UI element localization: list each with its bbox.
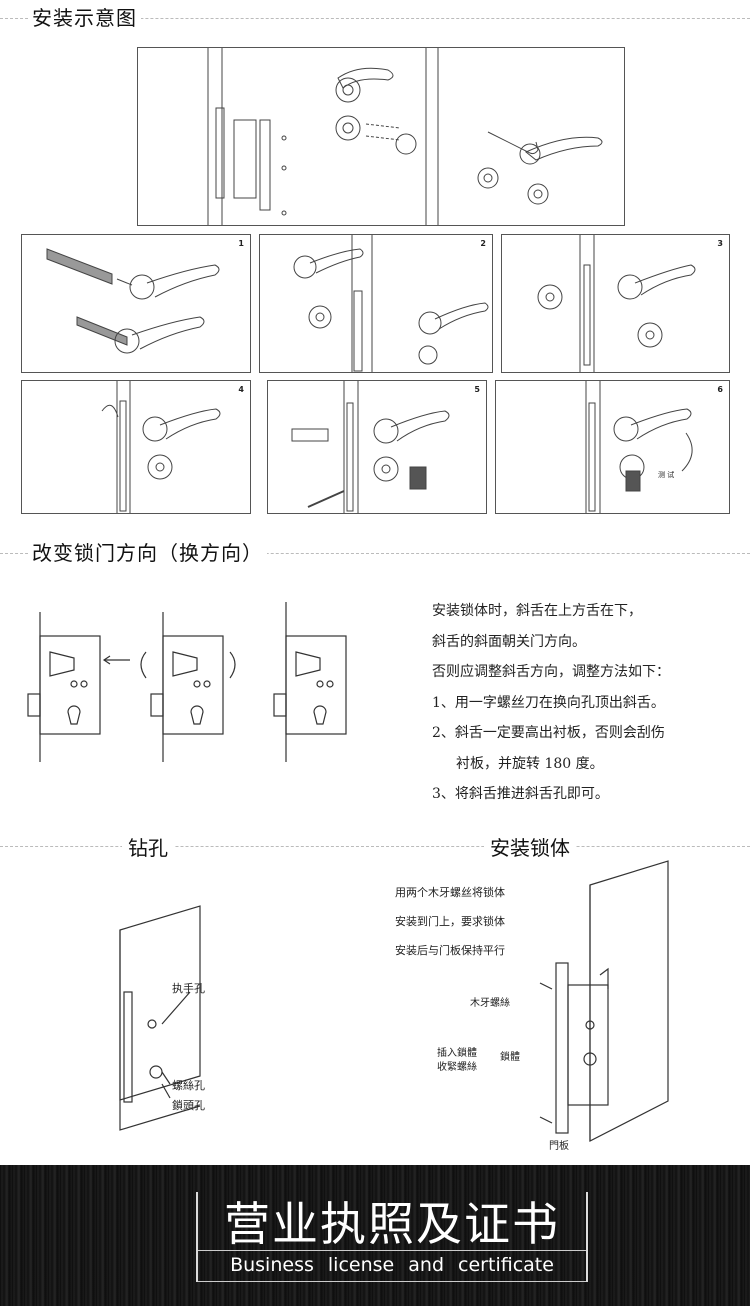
step-number: 5 (474, 385, 480, 394)
label-door-panel: 門板 (549, 1141, 569, 1152)
step-panel-6: 6 测 试 (495, 380, 730, 514)
drilling-diagram (119, 905, 201, 1131)
instruction-line: 衬板，并旋转 180 度。 (456, 755, 604, 772)
lock-desc-line: 安装后与门板保持平行 (395, 944, 505, 957)
lock-desc-line: 用两个木牙螺丝将锁体 (395, 886, 505, 899)
section-divider (0, 18, 750, 19)
banner-frame: 营业执照及证书 Business license and certificate (196, 1192, 588, 1282)
step-number: 4 (238, 385, 244, 394)
instruction-line: 斜舌的斜面朝关门方向。 (432, 633, 586, 650)
direction-section-title: 改变锁门方向（换方向） (28, 541, 267, 565)
lock-body-diagram (539, 860, 669, 1142)
label-tighten-screw: 收緊螺絲 (437, 1062, 477, 1073)
instruction-line: 否则应调整斜舌方向，调整方法如下： (432, 664, 670, 680)
step-3-drawing (537, 235, 696, 372)
step-panel-2: 2 (259, 234, 493, 373)
step-5-drawing (291, 381, 450, 513)
section-divider (0, 553, 750, 554)
drilling-title: 钻孔 (122, 832, 174, 861)
install-section-header: 安装示意图 (0, 6, 750, 30)
step-4-drawing (101, 381, 221, 513)
certificate-banner: 营业执照及证书 Business license and certificate (0, 1165, 750, 1306)
overview-diagram (137, 47, 625, 226)
step-panel-3: 3 (501, 234, 730, 373)
drill-label-handle: 执手孔 (172, 982, 205, 995)
banner-bottom-line (198, 1281, 586, 1282)
instruction-line: 3、将斜舌推进斜舌孔即可。 (432, 786, 609, 802)
lock-body-title: 安装锁体 (484, 832, 576, 861)
label-lock-body: 鎖體 (500, 1052, 520, 1063)
step-1-drawing (46, 248, 220, 354)
banner-title: 营业执照及证书 (224, 1197, 560, 1251)
instruction-line: 2、斜舌一定要高出衬板，否则会刮伤 (432, 725, 665, 741)
panel-6-label: 测 试 (658, 470, 674, 479)
lock-desc-line: 安装到门上，要求锁体 (395, 915, 505, 928)
label-wood-screw: 木牙螺絲 (470, 998, 510, 1009)
direction-section-header: 改变锁门方向（换方向） (0, 541, 750, 565)
banner-subtitle: Business license and certificate (230, 1254, 554, 1276)
label-insert-lock: 插入鎖體 (437, 1048, 477, 1059)
instruction-line: 安装锁体时，斜舌在上方舌在下， (432, 603, 642, 619)
step-panel-1: 1 (21, 234, 251, 373)
drill-label-cylinder: 鎖頭孔 (172, 1099, 205, 1112)
direction-instructions: 安装锁体时，斜舌在上方舌在下， 斜舌的斜面朝关门方向。 否则应调整斜舌方向，调整… (432, 596, 742, 810)
overview-drawing (207, 48, 603, 225)
step-2-drawing (293, 235, 489, 372)
step-panel-5: 5 (267, 380, 487, 514)
bottom-divider (0, 846, 750, 847)
step-number: 6 (717, 385, 723, 394)
direction-diagrams (27, 602, 347, 762)
lock-body-description: 用两个木牙螺丝将锁体 安装到门上，要求锁体 安装后与门板保持平行 (395, 878, 505, 965)
step-number: 2 (480, 239, 486, 248)
instruction-line: 1、用一字螺丝刀在换向孔顶出斜舌。 (432, 694, 665, 711)
install-section-title: 安装示意图 (28, 6, 141, 30)
step-number: 1 (238, 239, 244, 248)
step-number: 3 (717, 239, 723, 248)
step-6-drawing: 测 试 (585, 381, 693, 513)
banner-underline (198, 1250, 586, 1251)
drill-label-screw: 螺絲孔 (172, 1079, 205, 1092)
step-panel-4: 4 (21, 380, 251, 514)
